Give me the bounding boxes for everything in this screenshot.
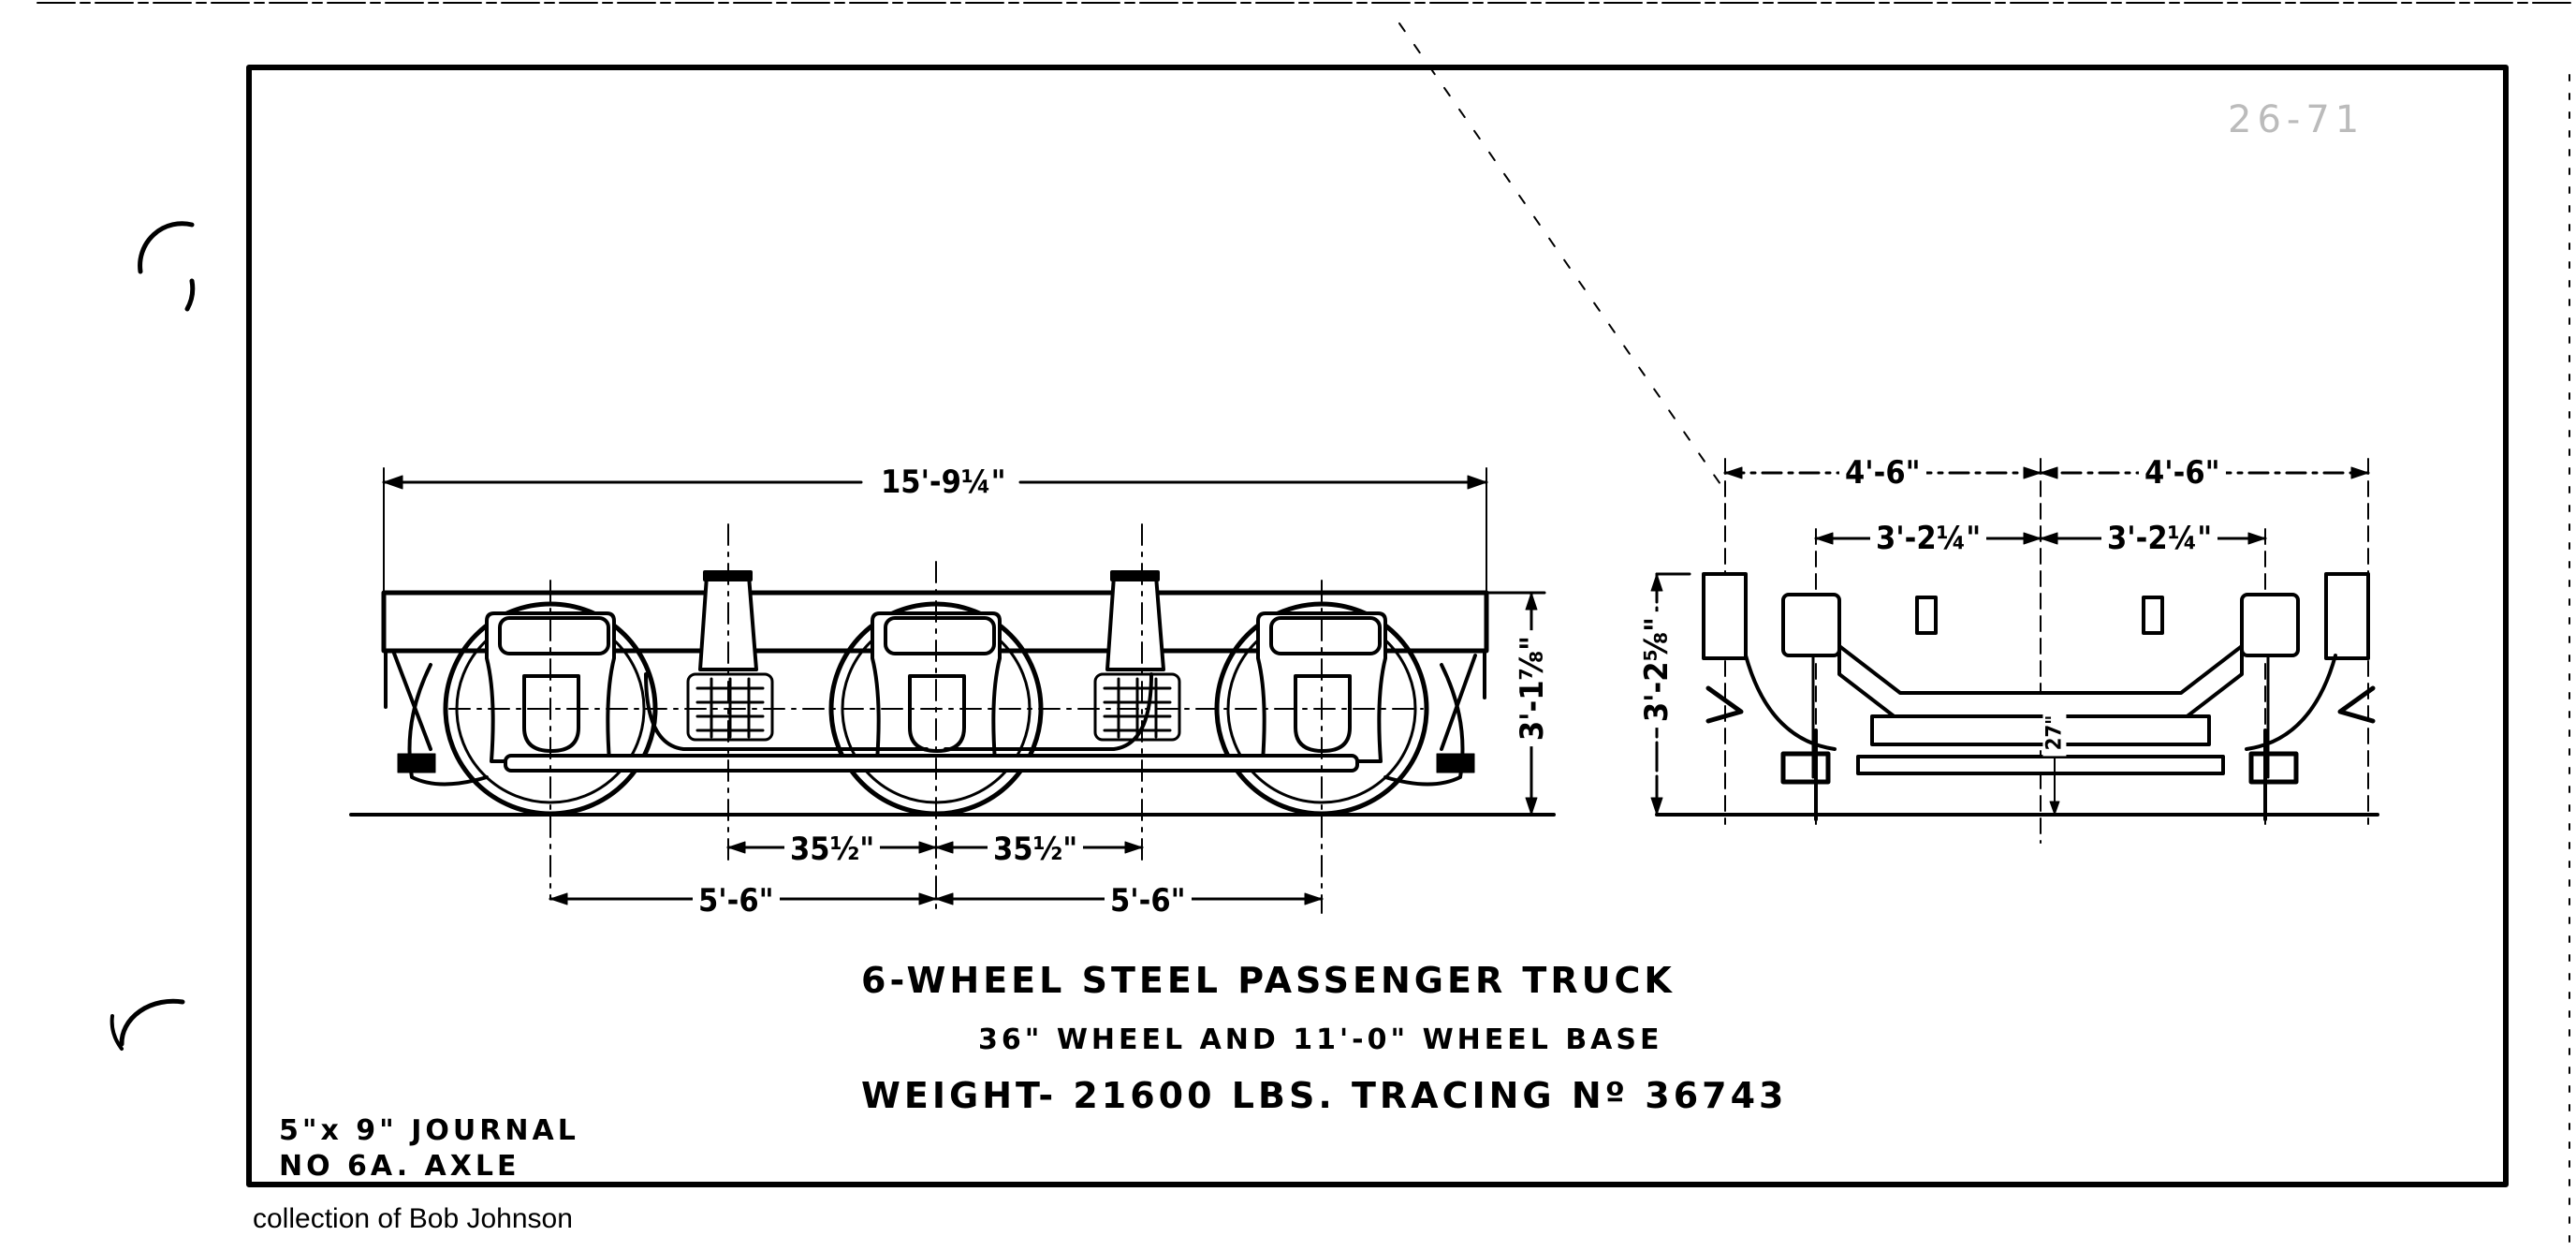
inner-half-right-dim: 3'-2¼" <box>2101 520 2218 557</box>
outer-half-right-dim: 4'-6" <box>2139 454 2226 492</box>
overall-length-dim: 15'-9¼" <box>875 464 1012 501</box>
axle-height-dim: 27" <box>2042 709 2067 757</box>
wheelbase-right-dim: 5'-6" <box>1105 882 1192 920</box>
side-height-dim: 3'-1⅞" <box>1514 629 1552 747</box>
axle-note: NO 6A. AXLE <box>279 1150 520 1183</box>
corner-mark: 26-71 <box>2228 98 2365 141</box>
drawing-border <box>246 65 2509 1187</box>
drawing-title: 6-WHEEL STEEL PASSENGER TRUCK <box>861 960 1676 1001</box>
credit-caption: collection of Bob Johnson <box>253 1203 573 1234</box>
outer-half-left-dim: 4'-6" <box>1839 454 1926 492</box>
journal-note: 5"x 9" JOURNAL <box>279 1114 579 1147</box>
end-height-dim: 3'-2⅝" <box>1638 611 1676 729</box>
weight-tracing-line: WEIGHT- 21600 LBS. TRACING Nº 36743 <box>861 1075 1788 1116</box>
drawing-subtitle: 36" WHEEL AND 11'-0" WHEEL BASE <box>978 1023 1663 1056</box>
bolster-offset-left-dim: 35½" <box>784 831 881 868</box>
inner-half-left-dim: 3'-2¼" <box>1870 520 1987 557</box>
wheelbase-left-dim: 5'-6" <box>693 882 780 920</box>
bolster-offset-right-dim: 35½" <box>988 831 1084 868</box>
